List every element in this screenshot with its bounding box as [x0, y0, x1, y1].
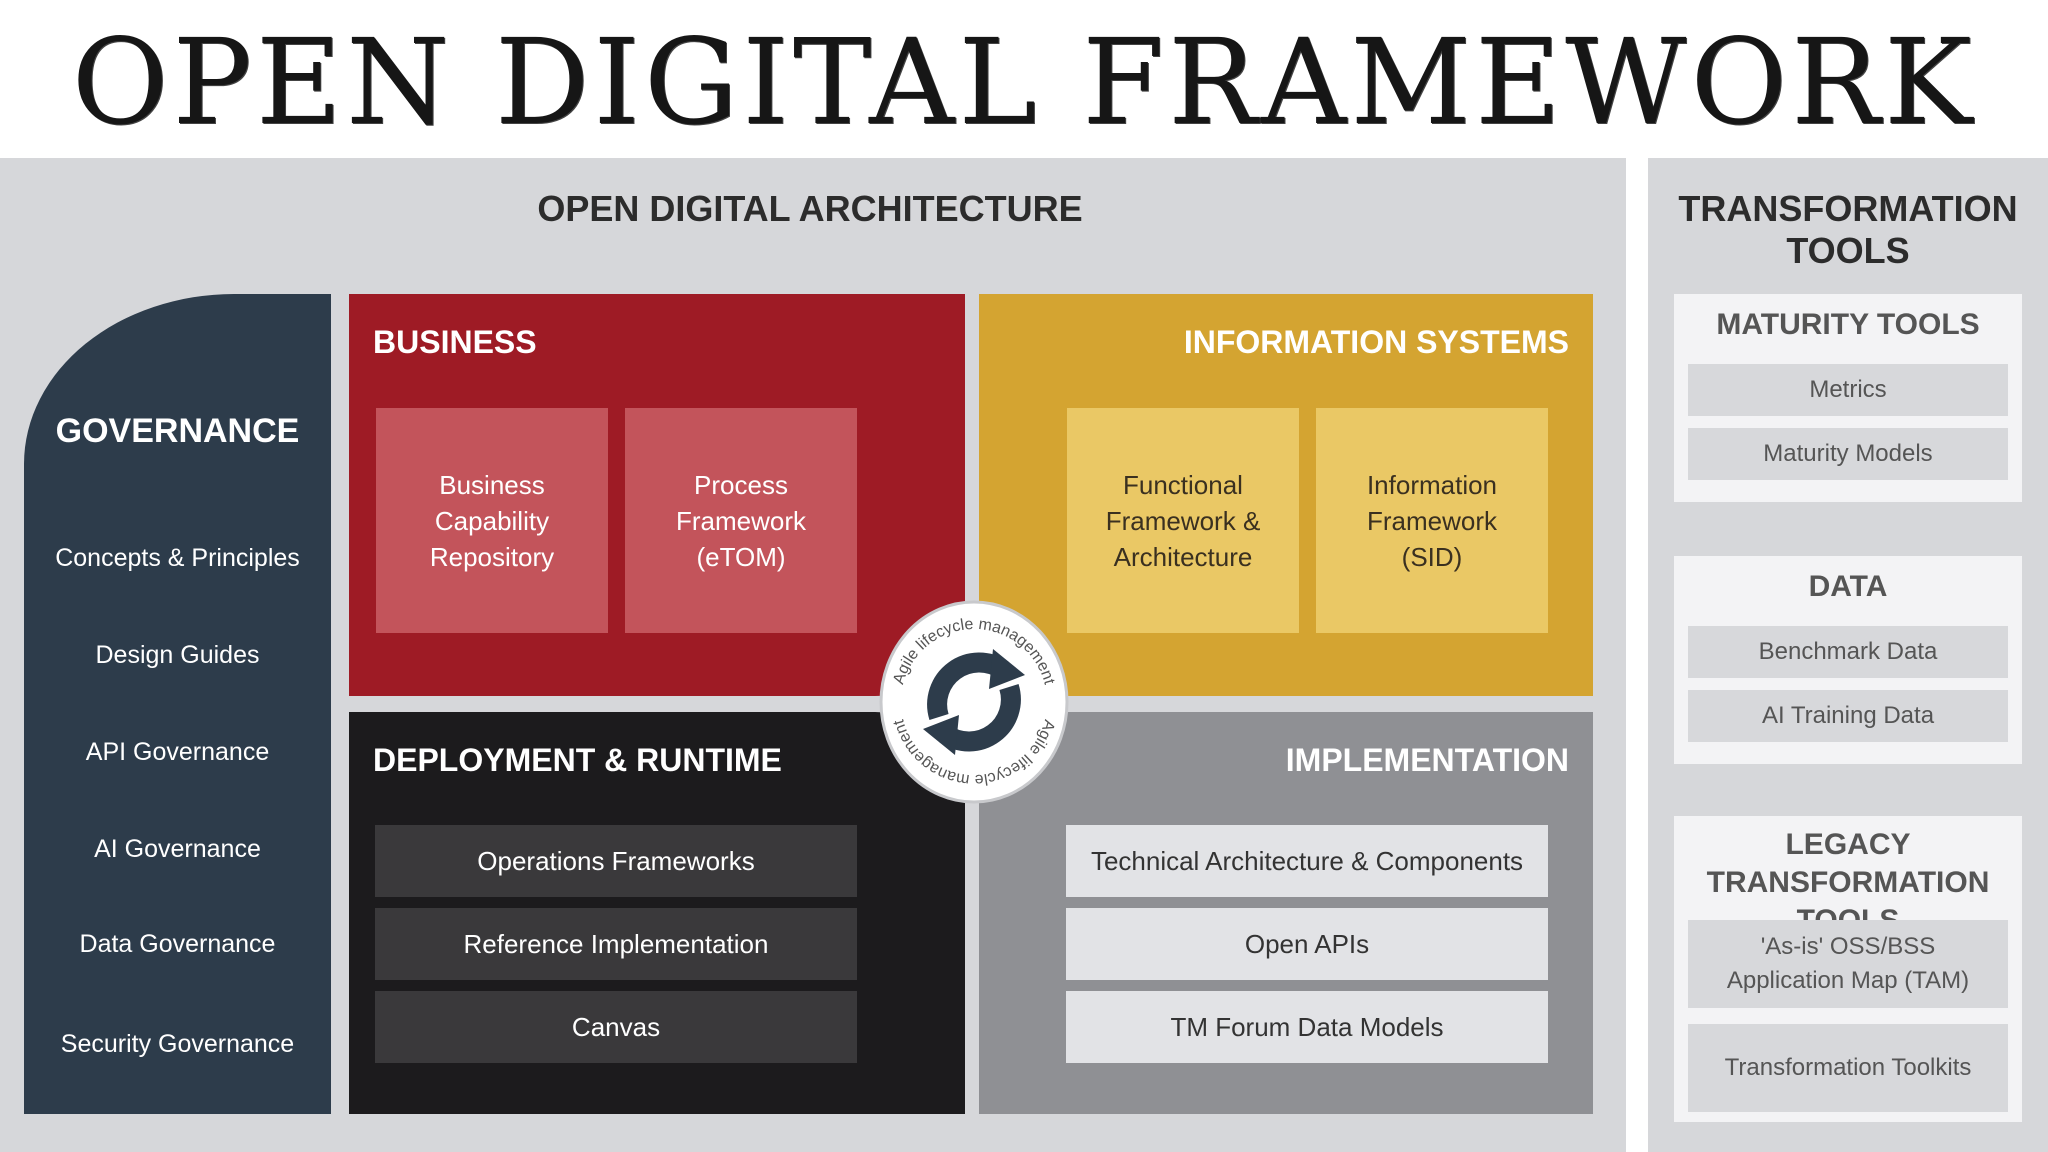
implementation-title: IMPLEMENTATION [1285, 742, 1569, 778]
tool-item: Maturity Models [1688, 428, 2008, 480]
maturity-tools-box: MATURITY TOOLS Metrics Maturity Models [1674, 294, 2022, 502]
page-title: OPEN DIGITAL FRAMEWORK [71, 13, 1977, 151]
deployment-runtime-title: DEPLOYMENT & RUNTIME [373, 742, 782, 778]
governance-column: GOVERNANCE Concepts & Principles Design … [24, 294, 331, 1114]
cycle-arrows-icon [923, 649, 1025, 755]
information-systems-card: Information Framework (SID) [1316, 408, 1548, 633]
data-tools-box: DATA Benchmark Data AI Training Data [1674, 556, 2022, 764]
deployment-item: Canvas [375, 991, 857, 1063]
oda-title: OPEN DIGITAL ARCHITECTURE [537, 188, 1083, 229]
business-quadrant: BUSINESS Business Capability Repository … [349, 294, 965, 696]
tool-item: Benchmark Data [1688, 626, 2008, 678]
implementation-quadrant: IMPLEMENTATION Technical Architecture & … [979, 712, 1593, 1114]
deployment-item: Operations Frameworks [375, 825, 857, 897]
tool-item: Transformation Toolkits [1688, 1024, 2008, 1112]
legacy-tools-title: LEGACY TRANSFORMATION TOOLS [1706, 828, 1990, 937]
deployment-runtime-quadrant: DEPLOYMENT & RUNTIME Operations Framewor… [349, 712, 965, 1114]
implementation-item: Technical Architecture & Components [1066, 825, 1548, 897]
governance-item: Concepts & Principles [55, 544, 300, 572]
tool-item: Metrics [1688, 364, 2008, 416]
governance-item: Data Governance [79, 930, 276, 958]
information-systems-title: INFORMATION SYSTEMS [1183, 324, 1569, 360]
business-card: Process Framework (eTOM) [625, 408, 857, 633]
business-card: Business Capability Repository [376, 408, 608, 633]
deployment-item: Reference Implementation [375, 908, 857, 980]
transformation-tools-title: TRANSFORMATION TOOLS [1678, 188, 2018, 271]
business-title: BUSINESS [373, 324, 537, 360]
information-systems-quadrant: INFORMATION SYSTEMS Functional Framework… [979, 294, 1593, 696]
governance-item: Design Guides [95, 641, 260, 669]
maturity-tools-title: MATURITY TOOLS [1716, 308, 1980, 341]
implementation-item: Open APIs [1066, 908, 1548, 980]
governance-item: AI Governance [94, 835, 261, 863]
legacy-tools-box: LEGACY TRANSFORMATION TOOLS 'As-is' OSS/… [1674, 816, 2022, 1122]
governance-item: Security Governance [60, 1030, 295, 1058]
governance-item: API Governance [85, 738, 270, 766]
data-tools-title: DATA [1808, 570, 1888, 603]
agile-lifecycle-badge: Agile lifecycle management Agile lifecyc… [879, 600, 1069, 804]
tool-item: 'As-is' OSS/BSS Application Map (TAM) [1688, 920, 2008, 1008]
governance-title: GOVERNANCE [55, 412, 300, 450]
implementation-item: TM Forum Data Models [1066, 991, 1548, 1063]
tool-item: AI Training Data [1688, 690, 2008, 742]
information-systems-card: Functional Framework & Architecture [1067, 408, 1299, 633]
